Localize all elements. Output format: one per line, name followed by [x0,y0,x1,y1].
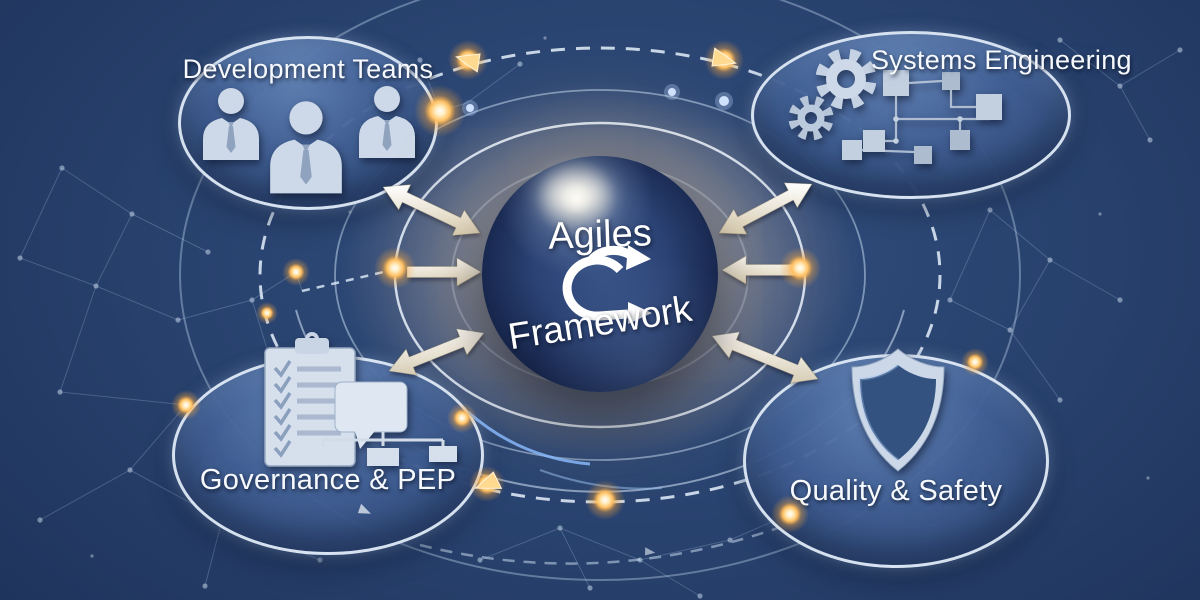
sphere-highlight [543,174,610,215]
shield-icon [851,348,945,472]
node-label-quality-safety: Quality & Safety [789,475,1003,507]
node-quality-safety: Quality & Safety [743,348,1049,568]
person-icon [203,88,259,160]
gears-icon [788,48,877,141]
node-governance-pep: Governance & PEP [172,332,484,555]
central-sphere: Agiles Framework [482,156,718,392]
governance-icon [264,332,457,467]
team-icon [203,86,415,194]
node-label-development-teams: Development Teams [182,54,434,84]
node-systems-engineering: Systems Engineering [751,31,1132,199]
person-icon [359,86,415,158]
node-development-teams: Development Teams [178,36,438,210]
node-label-systems-engineering: Systems Engineering [871,45,1132,75]
person-icon [270,101,342,194]
node-label-governance-pep: Governance & PEP [199,464,457,496]
